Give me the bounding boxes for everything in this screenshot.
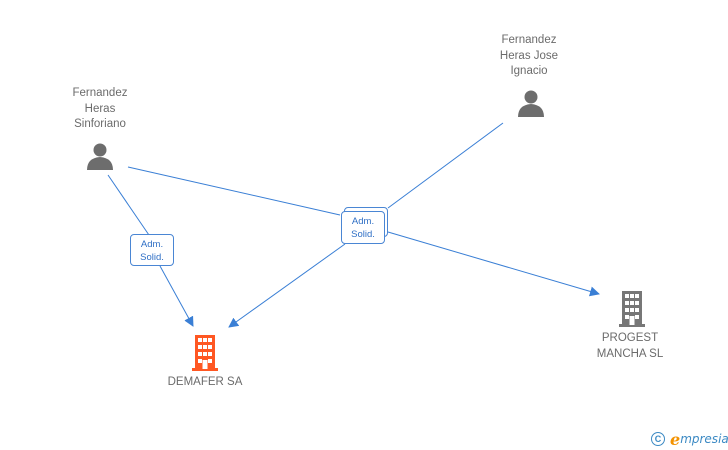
company-label-progest[interactable]: PROGEST MANCHA SL bbox=[596, 332, 664, 360]
role-label-line2: Solid. bbox=[140, 252, 164, 263]
brand-logo-e: e bbox=[670, 429, 681, 449]
copyright-icon: C bbox=[651, 432, 665, 446]
person-label-sinforiano[interactable]: Fernandez Heras Sinforiano bbox=[72, 87, 128, 130]
edge-jose-demafer bbox=[229, 122, 504, 327]
person-icon[interactable] bbox=[86, 141, 114, 171]
person-icon[interactable] bbox=[517, 88, 545, 118]
role-label-line1: Adm. bbox=[140, 239, 164, 250]
role-label-line1: Adm. bbox=[351, 216, 375, 227]
role-badge[interactable]: Adm. Solid. bbox=[341, 211, 385, 244]
empresia-brand[interactable]: C e mpresia bbox=[651, 429, 728, 449]
building-icon[interactable] bbox=[617, 291, 647, 327]
company-label-demafer[interactable]: DEMAFER SA bbox=[167, 376, 243, 388]
person-label-jose-ignacio[interactable]: Fernandez Heras Jose Ignacio bbox=[499, 34, 559, 77]
role-label-line2: Solid. bbox=[351, 229, 375, 240]
building-icon[interactable] bbox=[190, 335, 220, 371]
role-badge[interactable]: Adm. Solid. bbox=[130, 234, 174, 266]
brand-logo-text: mpresia bbox=[680, 432, 728, 446]
edge-sinforiano-progest bbox=[127, 166, 599, 294]
edge-sinforiano-demafer bbox=[107, 174, 193, 326]
